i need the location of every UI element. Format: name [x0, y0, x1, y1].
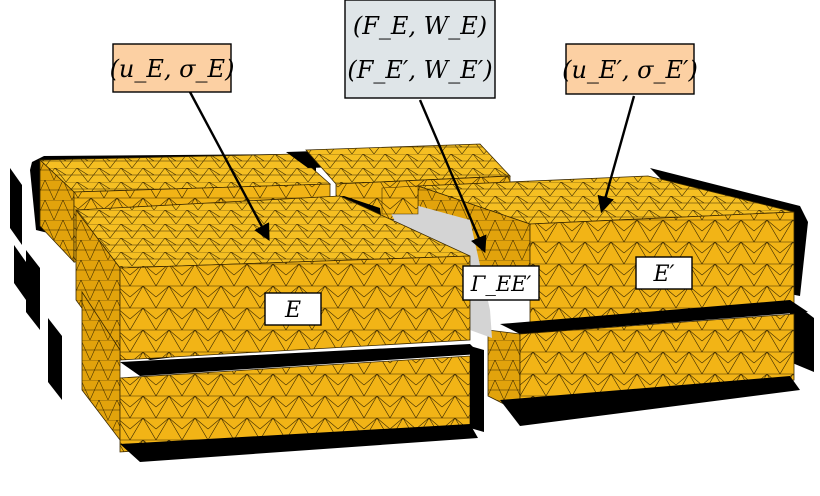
interface-label: Γ_EE′	[462, 265, 540, 301]
right-lower-block	[487, 300, 814, 426]
interface-variables-e-text: (F_E, W_E)	[353, 12, 487, 40]
element-eprime-label-text: E′	[652, 262, 674, 287]
pointer-arrows	[188, 91, 636, 254]
arrow-to-interface	[418, 99, 487, 254]
element-eprime-label: E′	[635, 256, 693, 290]
element-eprime-variables-label: (u_E′, σ_E′)	[562, 43, 698, 95]
element-e-label: E	[264, 292, 322, 326]
left-shadow-slivers	[10, 168, 62, 400]
middle-gap-chunk	[381, 185, 419, 215]
element-e-label-text: E	[284, 298, 301, 323]
interface-variables-eprime-text: (F_E′, W_E′)	[347, 56, 492, 84]
front-left-lower-block	[81, 290, 484, 462]
element-eprime-variables-text: (u_E′, σ_E′)	[562, 56, 698, 84]
element-e-variables-label: (u_E, σ_E)	[110, 43, 235, 93]
interface-variables-label: (F_E, W_E) (F_E′, W_E′)	[344, 0, 496, 99]
interface-label-text: Γ_EE′	[470, 272, 532, 296]
element-e-variables-text: (u_E, σ_E)	[110, 55, 235, 83]
arrow-to-element-e	[188, 91, 270, 241]
arrow-to-element-eprime	[597, 95, 636, 214]
